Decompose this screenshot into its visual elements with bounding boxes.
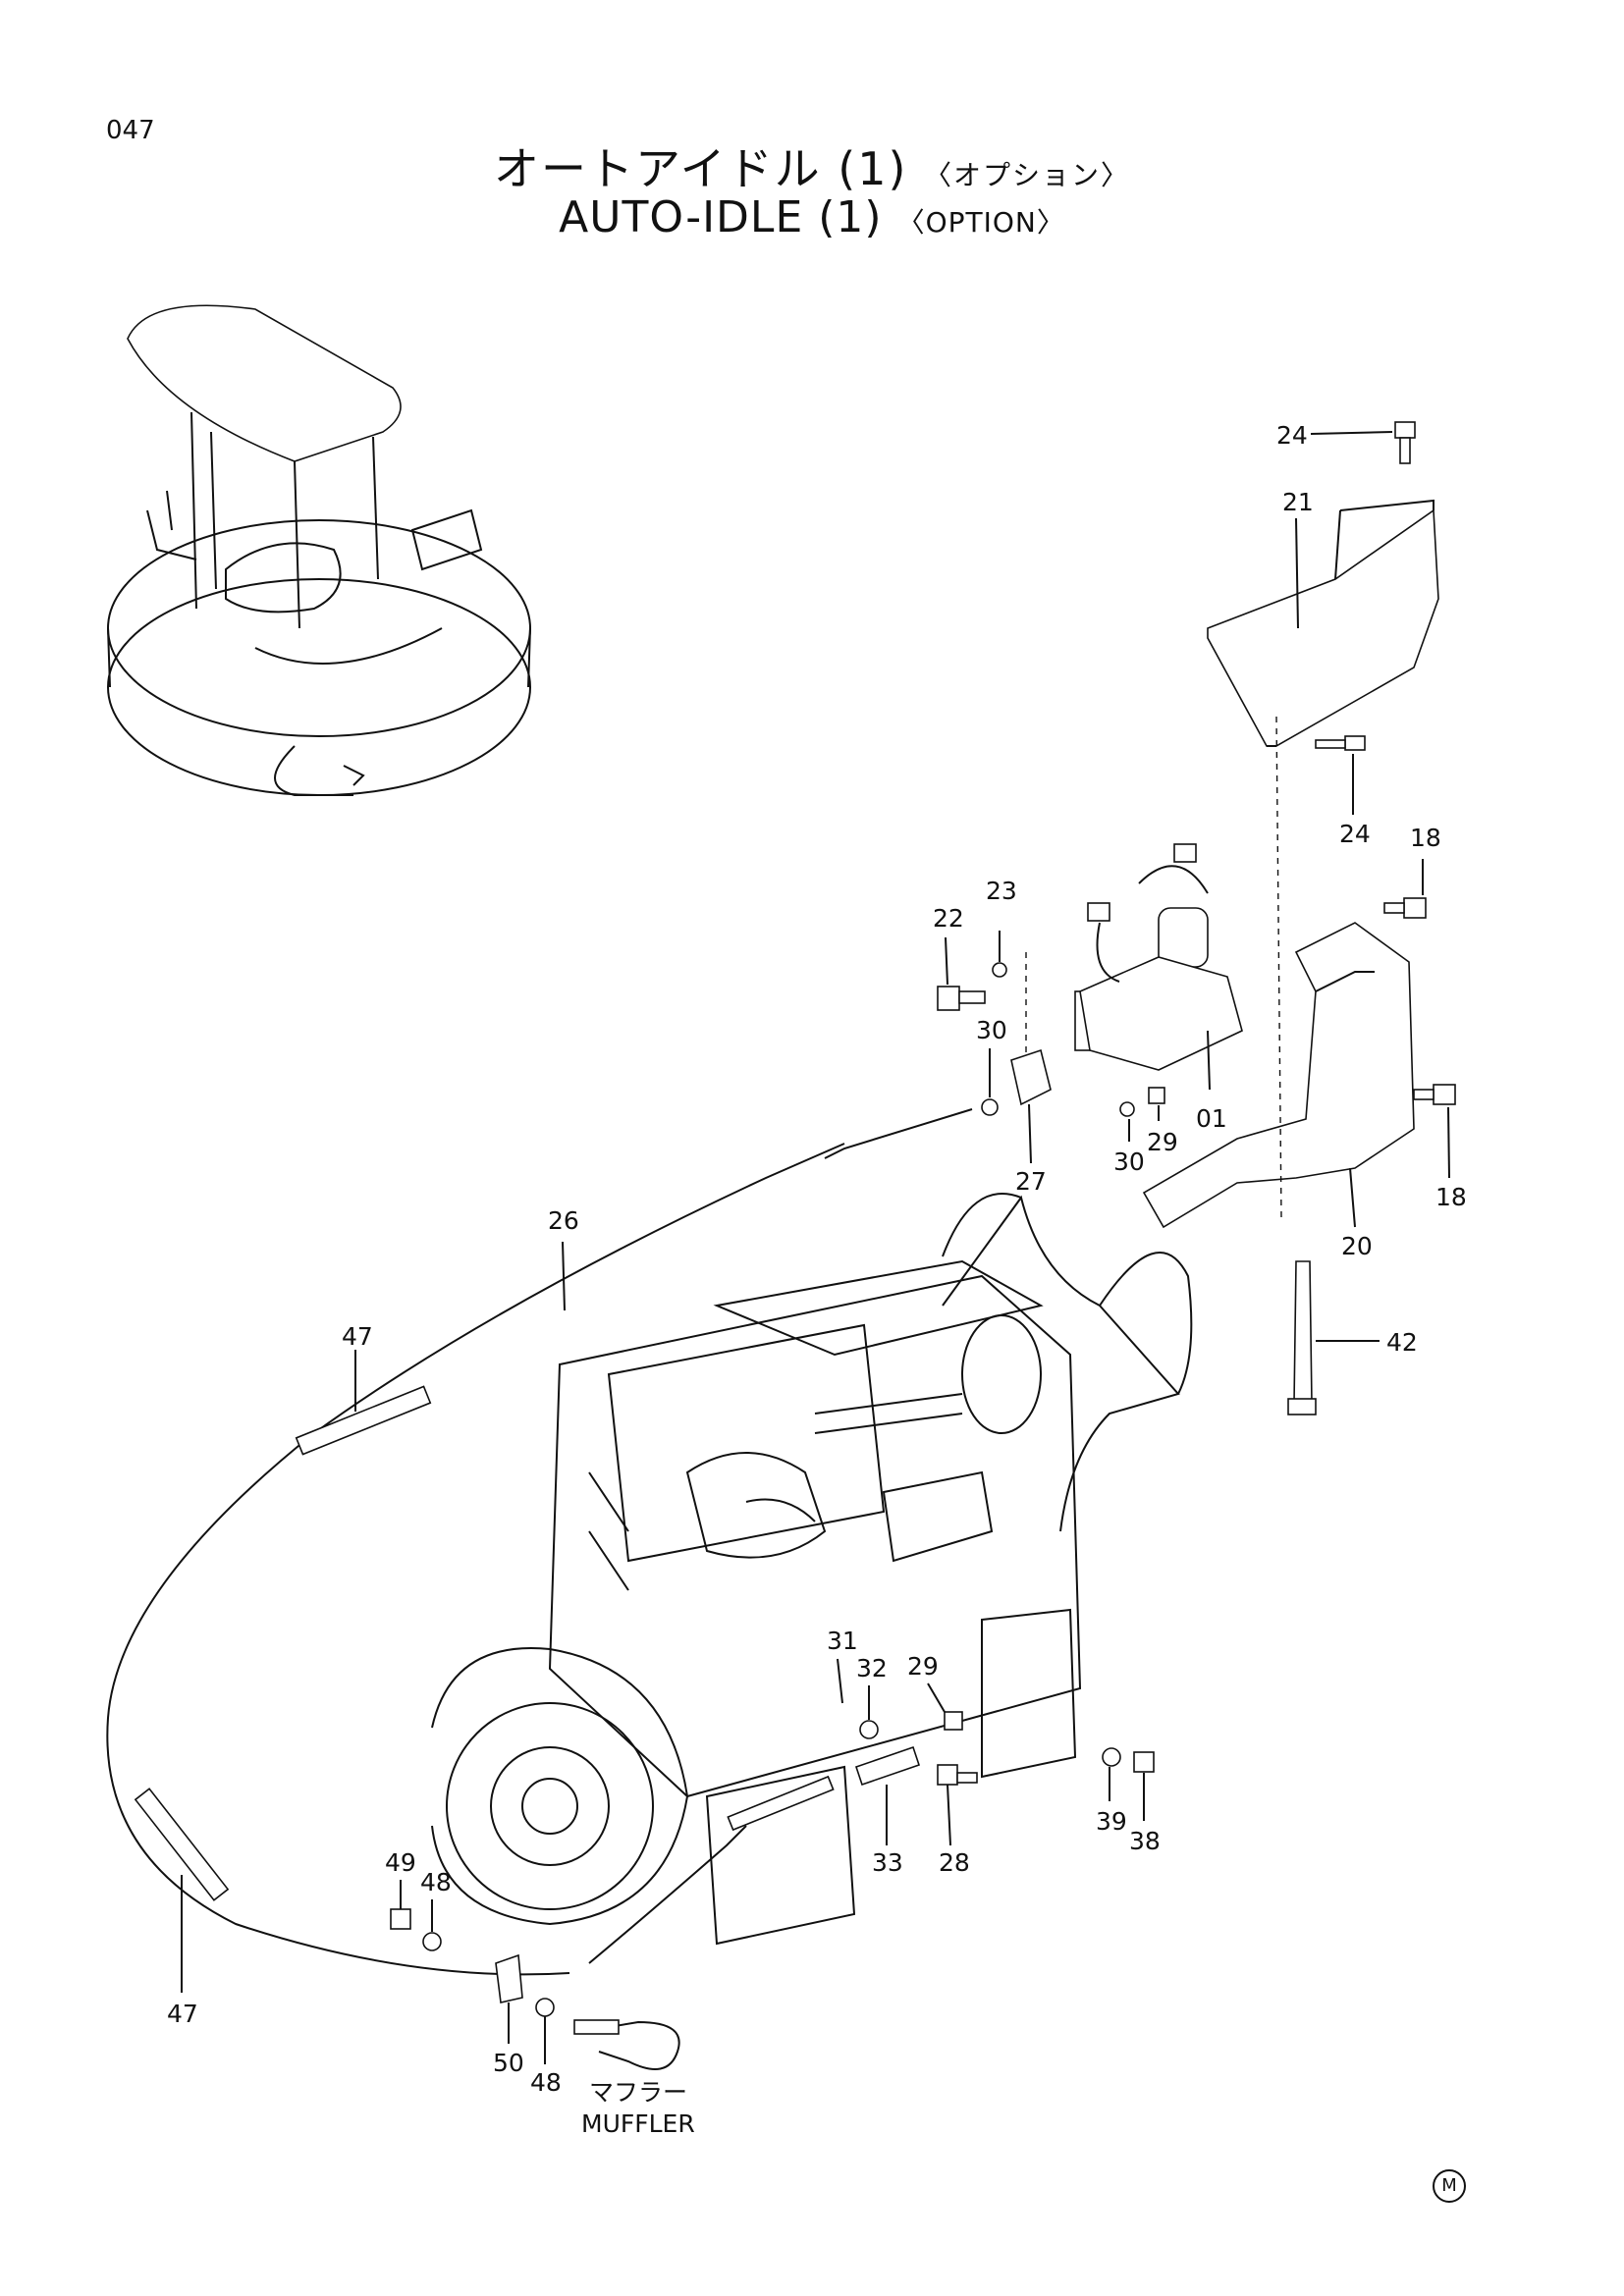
bracket-20 xyxy=(1142,922,1415,1229)
title-en-option: 〈OPTION〉 xyxy=(896,206,1065,239)
callout-39: 39 xyxy=(1096,1807,1127,1836)
cable-bracket-27 xyxy=(1010,1048,1052,1106)
callout-30-lower: 30 xyxy=(1113,1148,1145,1176)
leader-lines xyxy=(181,431,1450,2064)
callout-49: 49 xyxy=(385,1848,416,1877)
callout-24-lower: 24 xyxy=(1339,820,1371,848)
nut-38 xyxy=(1133,1751,1155,1773)
bolt-24-lower xyxy=(1315,735,1366,751)
title-japanese: オートアイドル (1) 〈オプション〉 xyxy=(0,133,1624,198)
muffler-pipe xyxy=(573,2019,680,2070)
bolt-28 xyxy=(937,1764,978,1786)
title-jp-main: オートアイドル (1) xyxy=(493,142,908,195)
washer-48a xyxy=(422,1932,442,1951)
washer-39 xyxy=(1102,1747,1121,1767)
washer-30b xyxy=(1119,1101,1135,1117)
callout-42: 42 xyxy=(1386,1328,1418,1357)
callout-31: 31 xyxy=(827,1627,858,1655)
washer-48b xyxy=(535,1998,555,2017)
washer-23 xyxy=(992,962,1007,978)
cable-bracket-33 xyxy=(854,1745,921,1787)
callout-24-top: 24 xyxy=(1276,421,1308,450)
muffler-label-jp: マフラー xyxy=(589,2078,687,2107)
washer-32 xyxy=(859,1720,879,1739)
bolt-22 xyxy=(937,986,986,1011)
callout-01: 01 xyxy=(1196,1104,1227,1133)
muffler-label-en: MUFFLER xyxy=(581,2109,695,2138)
actuator-motor-01 xyxy=(1074,843,1243,1071)
callout-22: 22 xyxy=(933,904,964,933)
callout-29-upper: 29 xyxy=(1147,1128,1178,1156)
callout-32: 32 xyxy=(856,1654,888,1682)
callout-47-upper: 47 xyxy=(342,1322,373,1351)
nut-29a xyxy=(1148,1087,1165,1104)
throttle-cable-26 xyxy=(106,1108,973,1976)
nut-49 xyxy=(390,1908,411,1930)
cable-bracket-50 xyxy=(495,1953,523,2003)
callout-28: 28 xyxy=(939,1848,970,1877)
callout-33: 33 xyxy=(872,1848,903,1877)
callout-20: 20 xyxy=(1341,1232,1373,1260)
title-english: AUTO-IDLE (1) 〈OPTION〉 xyxy=(0,192,1624,242)
excavator-overview-illustration xyxy=(107,304,531,796)
page-number: 047 xyxy=(106,116,155,145)
corner-mark-m: M xyxy=(1433,2169,1466,2203)
callout-18-lower: 18 xyxy=(1435,1183,1467,1211)
callout-18-upper: 18 xyxy=(1410,824,1441,852)
washer-30a xyxy=(981,1098,999,1116)
callout-21: 21 xyxy=(1282,488,1314,516)
callout-38: 38 xyxy=(1129,1827,1161,1855)
bolt-18b xyxy=(1413,1084,1456,1105)
callout-47-lower: 47 xyxy=(167,2000,198,2028)
cable-tie-42 xyxy=(1287,1260,1317,1415)
callout-50: 50 xyxy=(493,2049,524,2077)
callout-48-upper: 48 xyxy=(420,1868,452,1896)
bolt-18a xyxy=(1383,897,1427,919)
callout-29-lower: 29 xyxy=(907,1652,939,1681)
callout-23: 23 xyxy=(986,877,1017,905)
bolt-24-top xyxy=(1394,421,1416,464)
nut-29b xyxy=(944,1711,963,1731)
callout-48-lower: 48 xyxy=(530,2068,562,2097)
engine-illustration xyxy=(431,1193,1193,1946)
callout-30-upper: 30 xyxy=(976,1016,1007,1044)
assembly-guide-line xyxy=(1275,716,1282,1218)
title-jp-option: 〈オプション〉 xyxy=(924,159,1131,191)
cover-plate-21 xyxy=(1207,499,1439,747)
callout-26: 26 xyxy=(548,1206,579,1235)
callout-27: 27 xyxy=(1015,1167,1047,1196)
title-en-main: AUTO-IDLE (1) xyxy=(559,192,883,242)
